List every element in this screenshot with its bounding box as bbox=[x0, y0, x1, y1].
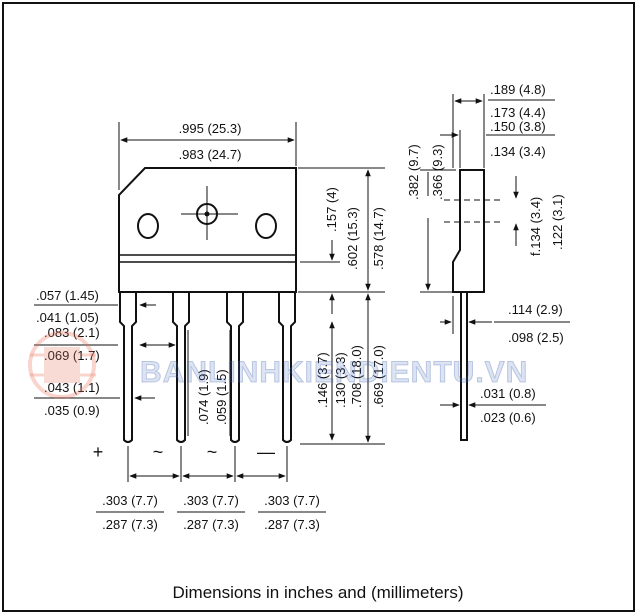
mounting-hole-right bbox=[255, 213, 277, 239]
lead-offset-max-label: .114 (2.9) bbox=[508, 302, 563, 317]
chip-logo-icon bbox=[28, 331, 96, 399]
pitch-1-max-label: .303 (7.7) bbox=[102, 493, 158, 508]
side-thickness-max-label: .189 (4.8) bbox=[490, 82, 546, 97]
pitch-1-min-label: .287 (7.3) bbox=[102, 517, 158, 532]
lead-width-dimensions: .057 (1.45) .041 (1.05) .083 (2.1) .069 … bbox=[34, 288, 231, 436]
side-hole-dia-min-label: .122 (3.1) bbox=[550, 194, 565, 250]
lead-outer-width-max-label: .057 (1.45) bbox=[36, 288, 99, 303]
side-height-max-label: .382 (9.7) bbox=[406, 144, 421, 200]
pin-symbol-ac-1: ~ bbox=[153, 442, 164, 462]
lead-shoulder-min-label: .130 (3.3) bbox=[333, 352, 348, 408]
overall-width-dimension: .995 (25.3) .983 (24.7) bbox=[118, 121, 297, 190]
body-height-min-label: .578 (14.7) bbox=[371, 207, 386, 270]
lead-pitch-dimensions: .303 (7.7) .287 (7.3) .303 (7.7) .287 (7… bbox=[96, 446, 326, 532]
pitch-3-max-label: .303 (7.7) bbox=[264, 493, 320, 508]
side-tab-max-label: .150 (3.8) bbox=[490, 119, 546, 134]
lead-length-min-label: .669 (17.0) bbox=[371, 345, 386, 408]
pitch-3-min-label: .287 (7.3) bbox=[264, 517, 320, 532]
drawing-frame bbox=[2, 2, 635, 612]
lead-length-max-label: .708 (18.0) bbox=[349, 345, 364, 408]
overall-width-min-label: .983 (24.7) bbox=[179, 147, 242, 162]
pin-symbol-plus: + bbox=[93, 442, 104, 462]
lead-thickness-min-label: .023 (0.6) bbox=[480, 410, 536, 425]
body-height-max-label: .602 (15.3) bbox=[345, 207, 360, 270]
side-view-package bbox=[444, 169, 500, 441]
side-view-dimensions: .189 (4.8) .173 (4.4) .150 (3.8) .134 (3… bbox=[406, 82, 570, 425]
mounting-hole-left bbox=[137, 213, 159, 239]
front-view-package bbox=[118, 167, 297, 293]
lead-narrow-min-label: .035 (0.9) bbox=[44, 403, 100, 418]
front-height-dimensions: .157 (4) .602 (15.3) .578 (14.7) .146 (3… bbox=[298, 167, 386, 445]
pin-symbol-minus: — bbox=[257, 442, 275, 462]
drawing-caption: Dimensions in inches and (millimeters) bbox=[173, 583, 464, 602]
side-hole-dia-max-label: f.134 (3.4) bbox=[528, 197, 543, 256]
watermark-text: BANLINHKIENDIENTU.VN bbox=[140, 356, 528, 389]
side-thickness-min-label: .173 (4.4) bbox=[490, 105, 546, 120]
lead-wide-min-label: .069 (1.7) bbox=[44, 348, 100, 363]
pitch-2-max-label: .303 (7.7) bbox=[183, 493, 239, 508]
pitch-2-min-label: .287 (7.3) bbox=[183, 517, 239, 532]
lead-outer-width-min-label: .041 (1.05) bbox=[36, 310, 99, 325]
lead-step-max-label: .074 (1.9) bbox=[196, 369, 211, 425]
overall-width-max-label: .995 (25.3) bbox=[179, 121, 242, 136]
lead-thickness-max-label: .031 (0.8) bbox=[480, 386, 536, 401]
lead-wide-max-label: .083 (2.1) bbox=[44, 325, 100, 340]
lead-step-min-label: .059 (1.5) bbox=[214, 369, 229, 425]
lead-shoulder-max-label: .146 (3.7) bbox=[315, 352, 330, 408]
front-view-leads bbox=[119, 291, 296, 443]
pin-symbol-ac-2: ~ bbox=[207, 442, 218, 462]
pin-polarity-symbols: + ~ ~ — bbox=[93, 442, 275, 462]
side-height-min-label: .366 (9.3) bbox=[430, 144, 445, 200]
side-tab-min-label: .134 (3.4) bbox=[490, 144, 546, 159]
lead-offset-min-label: .098 (2.5) bbox=[508, 330, 564, 345]
watermark: BANLINHKIENDIENTU.VN bbox=[28, 331, 528, 399]
hole-offset-label: .157 (4) bbox=[324, 187, 339, 232]
lead-narrow-max-label: .043 (1.1) bbox=[44, 380, 100, 395]
